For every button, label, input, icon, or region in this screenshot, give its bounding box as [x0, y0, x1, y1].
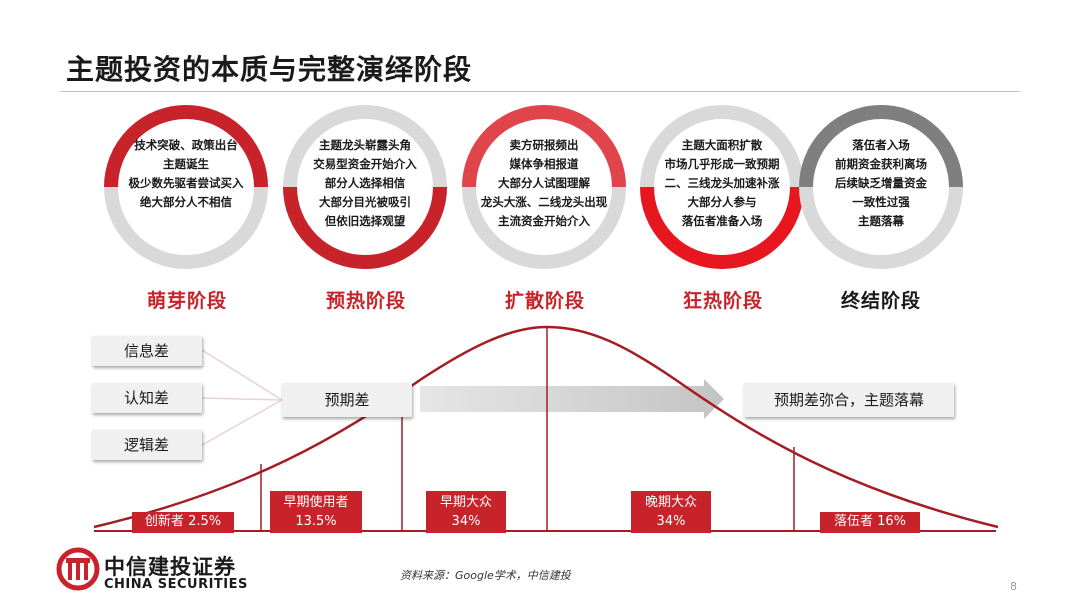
stage-line: 落伍者入场: [852, 138, 910, 152]
ring-arc: [283, 186, 447, 269]
stage-line: 部分人选择相信: [324, 176, 406, 190]
segment-innovators: 创新者 2.5%: [132, 512, 234, 533]
stage-ring-spread: 卖方研报频出 媒体争相报道 大部分人试图理解 龙头大涨、二线龙头出现 主流资金开…: [449, 102, 639, 272]
stage-line: 卖方研报频出: [509, 138, 579, 152]
segment-name: 落伍者: [833, 514, 873, 529]
logo-english-name: CHINA SECURITIES: [104, 577, 248, 592]
gap-connector-lines: [201, 349, 283, 446]
stage-line: 主题落幕: [858, 214, 904, 228]
segment-late-majority: 晚期大众 34%: [631, 491, 711, 533]
page-title: 主题投资的本质与完整演绎阶段: [66, 53, 473, 86]
segment-percent: 2.5%: [188, 514, 222, 529]
title-divider: [60, 91, 1020, 92]
stage-line: 交易型资金开始介入: [313, 157, 417, 171]
stage-description: 主题大面积扩散 市场几乎形成一致预期 二、三线龙头加速补涨 大部分人参与 落伍者…: [649, 136, 795, 231]
stage-line: 媒体争相报道: [509, 157, 579, 171]
stage-description: 卖方研报频出 媒体争相报道 大部分人试图理解 龙头大涨、二线龙头出现 主流资金开…: [471, 136, 617, 231]
stage-line: 大部分目光被吸引: [319, 195, 411, 209]
citic-logo-icon: [56, 547, 100, 595]
segment-name: 晚期大众: [644, 495, 697, 510]
stage-line: 市场几乎形成一致预期: [664, 157, 780, 171]
stage-label-frenzy: 狂热阶段: [682, 290, 763, 312]
expectation-gap-box: 预期差: [282, 383, 412, 417]
stage-description: 技术突破、政策出台 主题诞生 极少数先驱者尝试买入 绝大部分人不相信: [113, 136, 259, 212]
ring-graphic: [640, 105, 804, 269]
stage-line: 极少数先驱者尝试买入: [128, 176, 244, 190]
stage-ring-sprout: 技术突破、政策出台 主题诞生 极少数先驱者尝试买入 绝大部分人不相信: [91, 102, 281, 272]
stage-ring-warmup: 主题龙头崭露头角 交易型资金开始介入 部分人选择相信 大部分目光被吸引 但依旧选…: [270, 102, 460, 272]
segment-early-majority: 早期大众 34%: [426, 491, 506, 533]
stage-line: 大部分人试图理解: [498, 176, 590, 190]
stage-description: 主题龙头崭露头角 交易型资金开始介入 部分人选择相信 大部分目光被吸引 但依旧选…: [292, 136, 438, 231]
segment-percent: 13.5%: [295, 514, 337, 529]
segment-name: 早期大众: [439, 495, 492, 510]
ring-arc: [462, 105, 626, 188]
source-note: 资料来源：Google学术，中信建投: [400, 569, 571, 582]
stage-ring-frenzy: 主题大面积扩散 市场几乎形成一致预期 二、三线龙头加速补涨 大部分人参与 落伍者…: [627, 102, 817, 272]
stage-line: 主题大面积扩散: [681, 138, 763, 152]
segment-name: 早期使用者: [283, 495, 349, 510]
stage-line: 一致性过强: [852, 195, 910, 209]
stage-line: 但依旧选择观望: [324, 214, 406, 228]
stage-line: 主题诞生: [163, 157, 209, 171]
segment-percent: 34%: [656, 514, 686, 529]
stage-line: 主流资金开始介入: [498, 214, 590, 228]
segment-early-adopters: 早期使用者 13.5%: [270, 491, 362, 533]
stage-line: 龙头大涨、二线龙头出现: [480, 195, 608, 209]
stage-line: 二、三线龙头加速补涨: [664, 176, 780, 190]
stage-line: 落伍者准备入场: [681, 214, 763, 228]
ring-arc: [640, 186, 804, 269]
ring-graphic: [799, 105, 963, 269]
stage-line: 主题龙头崭露头角: [319, 138, 411, 152]
stage-description: 落伍者入场 前期资金获利离场 后续缺乏增量资金 一致性过强 主题落幕: [808, 136, 954, 231]
ring-arc: [104, 105, 268, 188]
ring-graphic: [283, 105, 447, 269]
stage-line: 技术突破、政策出台: [134, 138, 238, 152]
segment-name: 创新者: [144, 514, 184, 529]
segment-laggards: 落伍者 16%: [820, 512, 920, 533]
stage-line: 绝大部分人不相信: [140, 195, 232, 209]
logo-chinese-name: 中信建投证券: [104, 555, 236, 579]
ring-arc: [799, 105, 963, 188]
stage-line: 前期资金获利离场: [835, 157, 927, 171]
gap-box-information: 信息差: [92, 336, 202, 366]
stage-ring-end: 落伍者入场 前期资金获利离场 后续缺乏增量资金 一致性过强 主题落幕: [786, 102, 976, 272]
ring-graphic: [104, 105, 268, 269]
gap-box-logic: 逻辑差: [92, 430, 202, 460]
gap-box-cognition: 认知差: [92, 383, 202, 413]
stage-label-spread: 扩散阶段: [504, 290, 585, 312]
page-number: 8: [1010, 580, 1017, 593]
stage-label-warmup: 预热阶段: [325, 290, 406, 312]
stage-line: 大部分人参与: [687, 195, 757, 209]
stage-label-end: 终结阶段: [840, 290, 921, 312]
stage-label-sprout: 萌芽阶段: [146, 290, 227, 312]
progress-arrow-icon: [420, 379, 724, 419]
stage-line: 后续缺乏增量资金: [835, 176, 927, 190]
ring-graphic: [462, 105, 626, 269]
segment-percent: 16%: [877, 514, 907, 529]
citic-emblem: [56, 547, 100, 591]
bell-curve: [93, 325, 999, 529]
expectation-close-box: 预期差弥合，主题落幕: [744, 383, 954, 417]
segment-percent: 34%: [451, 514, 481, 529]
